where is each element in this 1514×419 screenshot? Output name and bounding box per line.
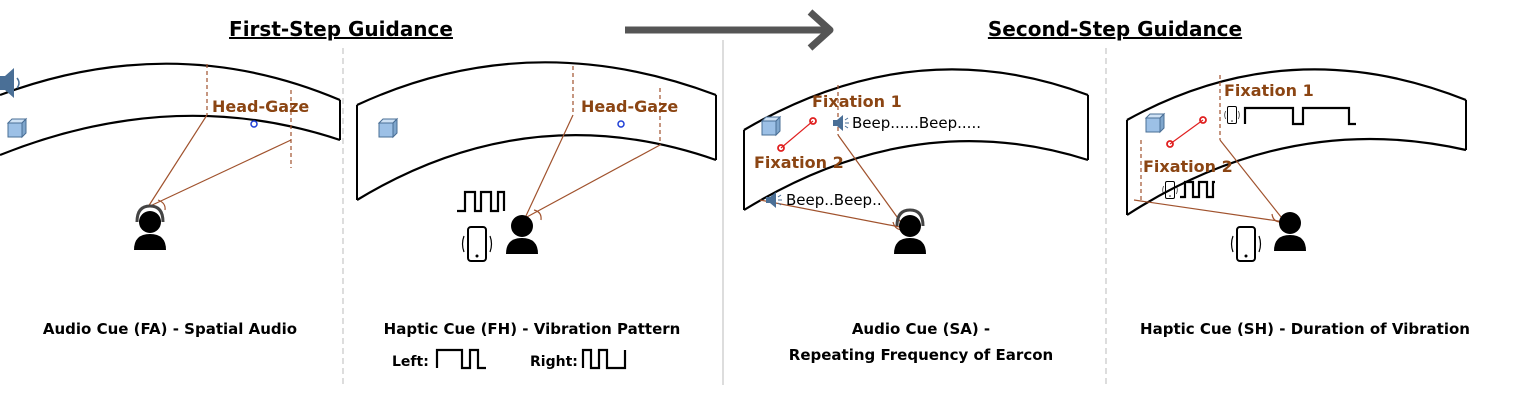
vibration-pulse-icon xyxy=(1243,106,1356,126)
fixation-2-point xyxy=(1166,140,1174,148)
fixation-1-label: Fixation 1 xyxy=(1224,81,1314,100)
cube-target-icon xyxy=(1145,113,1165,133)
speaker-icon xyxy=(765,191,783,209)
beep-bottom-text: Beep..Beep.. xyxy=(786,191,882,209)
gaze-dot xyxy=(617,120,625,128)
phone-vibration-icon xyxy=(1230,226,1262,262)
cube-target-icon xyxy=(378,118,398,138)
head-gaze-label: Head-Gaze xyxy=(212,97,309,116)
fixation-2-label: Fixation 2 xyxy=(1143,157,1233,176)
caption-sa-line2: Repeating Frequency of Earcon xyxy=(789,346,1053,364)
user-headphones-icon xyxy=(894,208,926,254)
panel-sa: Fixation 1 Fixation 2 Beep......Beep....… xyxy=(743,68,1089,364)
phone-vibration-icon xyxy=(461,226,493,262)
caption-sh: Haptic Cue (SH) - Duration of Vibration xyxy=(1140,320,1470,338)
first-step-header: First-Step Guidance xyxy=(229,17,453,41)
vibration-pulse-icon xyxy=(1180,180,1215,199)
screen-top-arc xyxy=(1126,68,1467,121)
head-gaze-label: Head-Gaze xyxy=(581,97,678,116)
fixation-2-point xyxy=(777,144,785,152)
second-step-header: Second-Step Guidance xyxy=(988,17,1242,41)
screen-bottom-arc xyxy=(356,134,717,201)
screen-top-arc xyxy=(356,61,717,106)
panel-sh: Fixation 1 Fixation 2 Haptic Cue (SH) - … xyxy=(1126,68,1470,338)
phone-vibration-icon xyxy=(1224,106,1240,124)
caption-fa: Audio Cue (FA) - Spatial Audio xyxy=(43,320,297,338)
speaker-icon xyxy=(832,114,850,132)
screen-bottom-arc xyxy=(0,114,341,157)
cube-target-icon xyxy=(7,118,27,138)
panel-fa: Head-Gaze Audio Cue (FA) - Spatial Audio xyxy=(0,62,341,338)
vibration-pulse-icon xyxy=(581,348,627,370)
user-icon xyxy=(506,215,538,254)
screen-bottom-arc xyxy=(1126,137,1467,216)
caption-fh: Haptic Cue (FH) - Vibration Pattern xyxy=(384,320,681,338)
vibration-pulse-icon xyxy=(435,348,486,370)
cube-target-icon xyxy=(761,116,781,136)
right-pattern-label: Right: xyxy=(530,354,578,370)
user-icon xyxy=(1274,212,1306,251)
panel-fh: Head-Gaze Haptic Cue (FH) - Vibration Pa… xyxy=(356,61,717,370)
beep-top-text: Beep......Beep..... xyxy=(852,114,981,132)
screen-top-arc xyxy=(0,62,341,102)
arrow-right-icon xyxy=(625,9,834,51)
fixation-1-point xyxy=(809,117,817,125)
fixation-1-label: Fixation 1 xyxy=(812,92,902,111)
screen-top-arc xyxy=(743,68,1089,131)
fixation-1-point xyxy=(1199,116,1207,124)
caption-sa-line1: Audio Cue (SA) - xyxy=(852,320,990,338)
vibration-pulse-icon xyxy=(457,190,506,213)
left-pattern-label: Left: xyxy=(392,354,429,370)
screen-bottom-arc xyxy=(743,140,1089,211)
gaze-dot xyxy=(250,120,258,128)
user-headphones-icon xyxy=(134,204,166,250)
fixation-2-label: Fixation 2 xyxy=(754,153,844,172)
speaker-icon xyxy=(0,68,20,98)
